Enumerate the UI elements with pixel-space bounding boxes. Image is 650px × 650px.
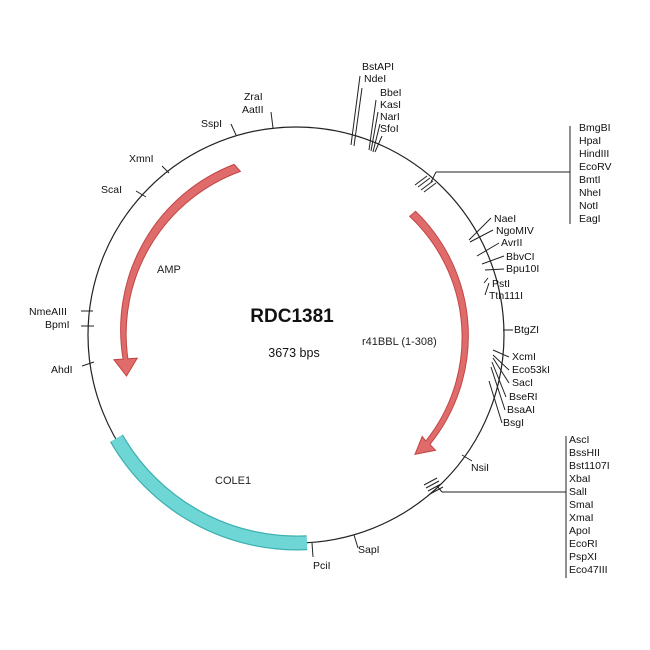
site-psti: PstI <box>492 278 510 290</box>
cole1-feature-arc-fill <box>111 435 308 550</box>
site-bmgbi: BmgBI <box>579 122 611 134</box>
site-eagi: EagI <box>579 213 601 225</box>
site-sspi: SspI <box>201 118 222 130</box>
site-xmni: XmnI <box>129 153 154 165</box>
site-bsshii: BssHII <box>569 447 600 459</box>
site-ecorv: EcoRV <box>579 161 612 173</box>
site-pspxi: PspXI <box>569 551 597 563</box>
plasmid-size: 3673 bps <box>268 346 319 360</box>
site-eco47iii: Eco47III <box>569 564 608 576</box>
site-bseri: BseRI <box>509 391 538 403</box>
site-ngomiv: NgoMIV <box>496 225 534 237</box>
site-sfoi: SfoI <box>380 123 399 135</box>
site-nhei: NheI <box>579 187 601 199</box>
plasmid-name: RDC1381 <box>250 306 334 327</box>
site-bbvci: BbvCI <box>506 251 535 263</box>
cole1-feature-label: COLE1 <box>215 475 251 487</box>
site-kasi: KasI <box>380 99 401 111</box>
site-noti: NotI <box>579 200 598 212</box>
site-nsii: NsiI <box>471 462 489 474</box>
site-bsaai: BsaAI <box>507 404 535 416</box>
site-hindiii: HindIII <box>579 148 609 160</box>
site-ahdi: AhdI <box>51 364 73 376</box>
amp-feature-label: AMP <box>157 264 181 276</box>
mcs1-marker <box>414 175 437 193</box>
site-bsgi: BsgI <box>503 417 524 429</box>
site-smai: SmaI <box>569 499 594 511</box>
site-pcii: PciI <box>313 560 331 572</box>
site-bpu10i: Bpu10I <box>506 263 539 275</box>
r41bbl-feature-arrow <box>408 210 469 455</box>
site-apoi: ApoI <box>569 525 591 537</box>
site-nmeaiii: NmeAIII <box>29 306 67 318</box>
site-bpmi: BpmI <box>45 319 70 331</box>
site-naei: NaeI <box>494 213 516 225</box>
r41bbl-feature-label: r41BBL (1-308) <box>362 336 437 348</box>
site-sali: SalI <box>569 486 587 498</box>
site-tth111i: Tth111I <box>489 290 523 302</box>
site-zrai: ZraI <box>244 91 263 103</box>
site-bstapi: BstAPI <box>362 61 394 73</box>
site-scai: ScaI <box>101 184 122 196</box>
site-asci: AscI <box>569 434 589 446</box>
amp-feature-arrow <box>112 163 242 377</box>
site-bbei: BbeI <box>380 87 402 99</box>
site-xbai: XbaI <box>569 473 591 485</box>
site-ecori: EcoRI <box>569 538 598 550</box>
site-btgzi: BtgZI <box>514 324 539 336</box>
site-bst1107i: Bst1107I <box>569 460 610 472</box>
site-aatii: AatII <box>242 104 264 116</box>
site-xcmi: XcmI <box>512 351 536 363</box>
site-ndei: NdeI <box>364 73 386 85</box>
site-avrii: AvrII <box>501 237 522 249</box>
site-sapi: SapI <box>358 544 380 556</box>
site-eco53ki: Eco53kI <box>512 364 550 376</box>
site-hpai: HpaI <box>579 135 601 147</box>
site-bmti: BmtI <box>579 174 601 186</box>
site-saci: SacI <box>512 377 533 389</box>
site-xmai: XmaI <box>569 512 594 524</box>
site-nari: NarI <box>380 111 400 123</box>
mcs2-marker <box>423 477 444 495</box>
